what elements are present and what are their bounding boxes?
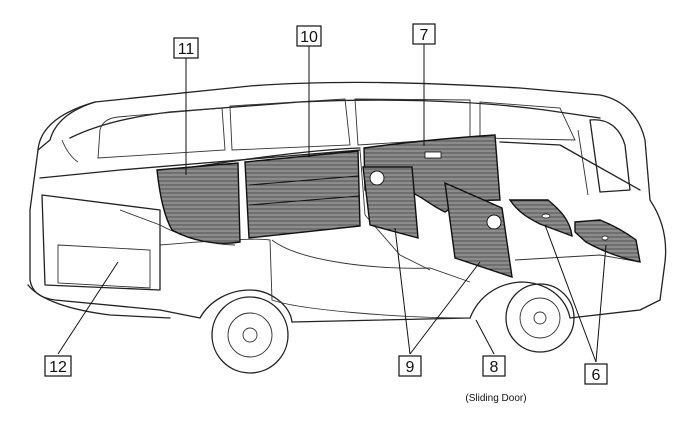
callout-11: 11	[173, 37, 199, 59]
callout-12: 12	[44, 355, 72, 377]
panel-6-left	[508, 199, 573, 238]
panel-6-right	[574, 219, 641, 263]
svg-text:10: 10	[300, 29, 318, 46]
panel-10	[244, 150, 361, 239]
svg-text:12: 12	[49, 359, 67, 376]
callout-6: 6	[584, 363, 608, 385]
callout-7: 7	[412, 23, 436, 45]
callout-10: 10	[296, 25, 322, 47]
callout-8: 8	[482, 355, 506, 377]
sliding-door-caption: (Sliding Door)	[465, 393, 526, 404]
panel-9-upper	[362, 166, 419, 239]
panel-11	[156, 162, 241, 244]
leader-lines	[57, 44, 607, 363]
svg-text:7: 7	[420, 27, 429, 44]
svg-text:6: 6	[592, 367, 601, 384]
panel-9-lower	[444, 181, 513, 279]
svg-text:9: 9	[406, 359, 415, 376]
svg-text:11: 11	[178, 41, 195, 58]
callout-9: 9	[398, 355, 422, 377]
svg-text:8: 8	[490, 359, 499, 376]
